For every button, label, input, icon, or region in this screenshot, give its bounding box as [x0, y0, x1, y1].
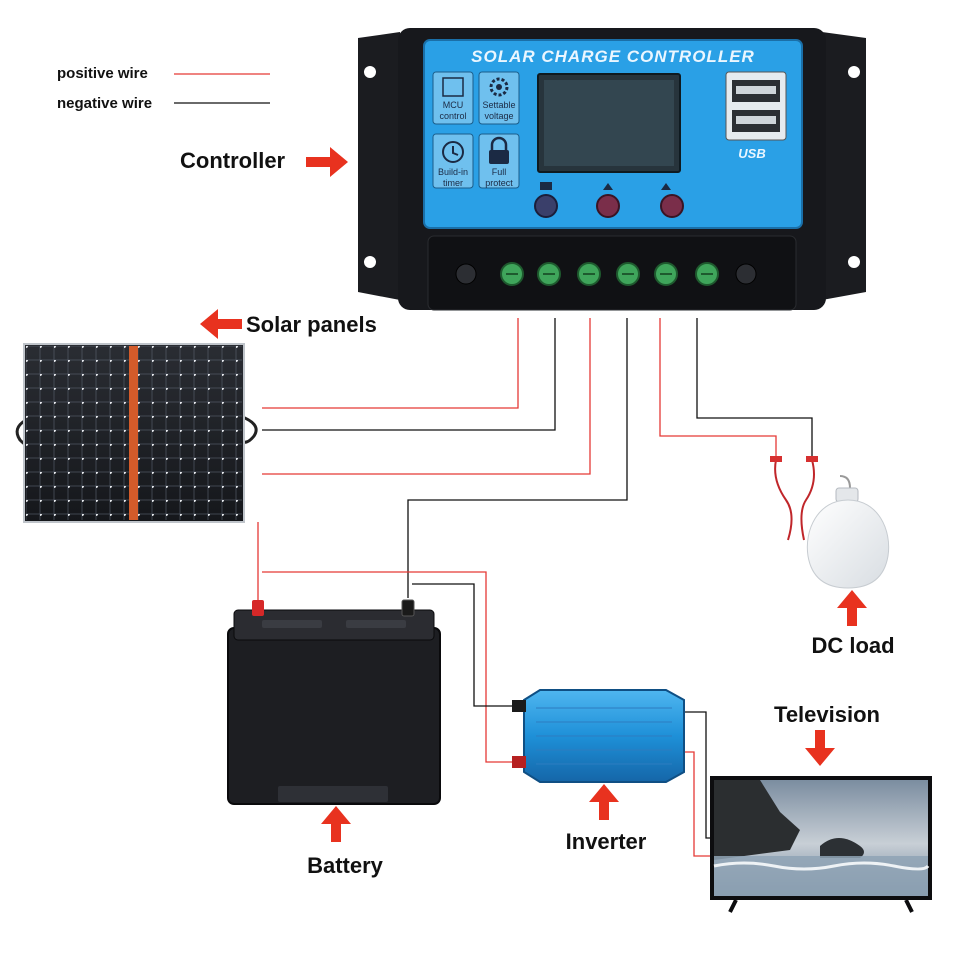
- inverter-positive-wire: [262, 571, 520, 763]
- legend-negative-label: negative wire: [57, 95, 152, 112]
- down-button[interactable]: [660, 194, 684, 218]
- battery-negative-terminal: [401, 599, 415, 617]
- tv-positive-wire: [682, 751, 714, 857]
- battery-negative-wire: [407, 318, 628, 598]
- arrow-icon: [589, 784, 619, 820]
- controller-label: Controller: [180, 148, 286, 173]
- arrow-icon: [321, 806, 351, 842]
- svg-text:protect: protect: [485, 178, 513, 188]
- up-button[interactable]: [596, 194, 620, 218]
- panel-cells-right: [138, 346, 242, 520]
- arrow-icon: [200, 309, 242, 339]
- solar-positive-wire: [262, 318, 519, 409]
- badge-settable: Settable voltage: [478, 71, 520, 125]
- battery: [227, 599, 441, 805]
- bulb-icon: [806, 499, 890, 589]
- clip-icon: [806, 456, 818, 462]
- controller-left-ear: [358, 32, 400, 300]
- panel-hinge: [129, 346, 138, 520]
- svg-text:Build-in: Build-in: [438, 167, 468, 177]
- down-icon: [661, 183, 671, 190]
- battery-handle: [278, 786, 388, 802]
- usb-ports: USB: [725, 71, 787, 161]
- clip-icon: [770, 456, 782, 462]
- badge-protect: Full protect: [478, 133, 520, 189]
- solar-panels-label: Solar panels: [246, 312, 377, 337]
- gear-icon: [489, 77, 509, 97]
- mount-hole: [364, 256, 376, 268]
- mount-hole: [848, 256, 860, 268]
- lock-icon: [489, 136, 509, 164]
- clock-icon: [442, 141, 464, 163]
- legend: positive wire negative wire: [57, 65, 270, 112]
- svg-text:timer: timer: [443, 178, 463, 188]
- inverter-negative-wire: [412, 583, 520, 707]
- solar-panel: [15, 343, 258, 523]
- tv-negative-wire: [680, 711, 714, 839]
- tv-feet: [728, 899, 914, 913]
- battery-body: [227, 627, 441, 805]
- inverter-label: Inverter: [566, 829, 647, 854]
- television-label: Television: [774, 702, 880, 727]
- badge-mcu: MCU control: [432, 71, 474, 125]
- tv-rock-left: [714, 780, 800, 860]
- battery-positive-terminal: [252, 600, 264, 616]
- menu-icon: [540, 182, 552, 190]
- menu-button[interactable]: [534, 194, 558, 218]
- terminal-screws: [500, 262, 719, 286]
- load-positive-wire: [659, 318, 777, 460]
- battery-lid: [233, 609, 435, 641]
- controller-title: SOLAR CHARGE CONTROLLER: [471, 47, 755, 66]
- wiring: [257, 318, 813, 857]
- terminal-cap: [455, 263, 477, 285]
- inverter-negative-input: [512, 700, 526, 712]
- badge-timer: Build-in timer: [432, 133, 474, 189]
- legend-positive-label: positive wire: [57, 65, 148, 82]
- svg-text:MCU: MCU: [443, 100, 464, 110]
- inverter: [512, 689, 685, 783]
- arrow-icon: [837, 590, 867, 626]
- dc-load-bulb: [770, 456, 890, 589]
- bulb-hook: [839, 475, 851, 489]
- arrow-icon: [306, 147, 348, 177]
- terminal-cap: [735, 263, 757, 285]
- panel-cells-left: [26, 346, 130, 520]
- load-negative-wire: [696, 318, 813, 460]
- svg-text:control: control: [439, 111, 466, 121]
- controller-buttons: [534, 182, 684, 218]
- arrow-icon: [805, 730, 835, 766]
- solar-positive-wire-2: [262, 318, 591, 475]
- svg-text:Full: Full: [492, 167, 507, 177]
- mount-hole: [364, 66, 376, 78]
- svg-text:voltage: voltage: [484, 111, 513, 121]
- chip-icon: [442, 77, 464, 97]
- controller-right-ear: [822, 32, 866, 300]
- inverter-positive-input: [512, 756, 526, 768]
- solar-negative-wire: [262, 318, 556, 431]
- battery-label: Battery: [307, 853, 384, 878]
- terminal-block: [427, 235, 797, 311]
- mount-hole: [848, 66, 860, 78]
- charge-controller: SOLAR CHARGE CONTROLLER MCU control Sett…: [358, 28, 866, 311]
- usb-label: USB: [738, 146, 765, 161]
- television: [710, 776, 932, 913]
- svg-text:Settable: Settable: [482, 100, 515, 110]
- dc-load-label: DC load: [811, 633, 894, 658]
- up-icon: [603, 183, 613, 190]
- lcd-glass: [544, 80, 674, 166]
- tv-rock-right: [820, 838, 864, 858]
